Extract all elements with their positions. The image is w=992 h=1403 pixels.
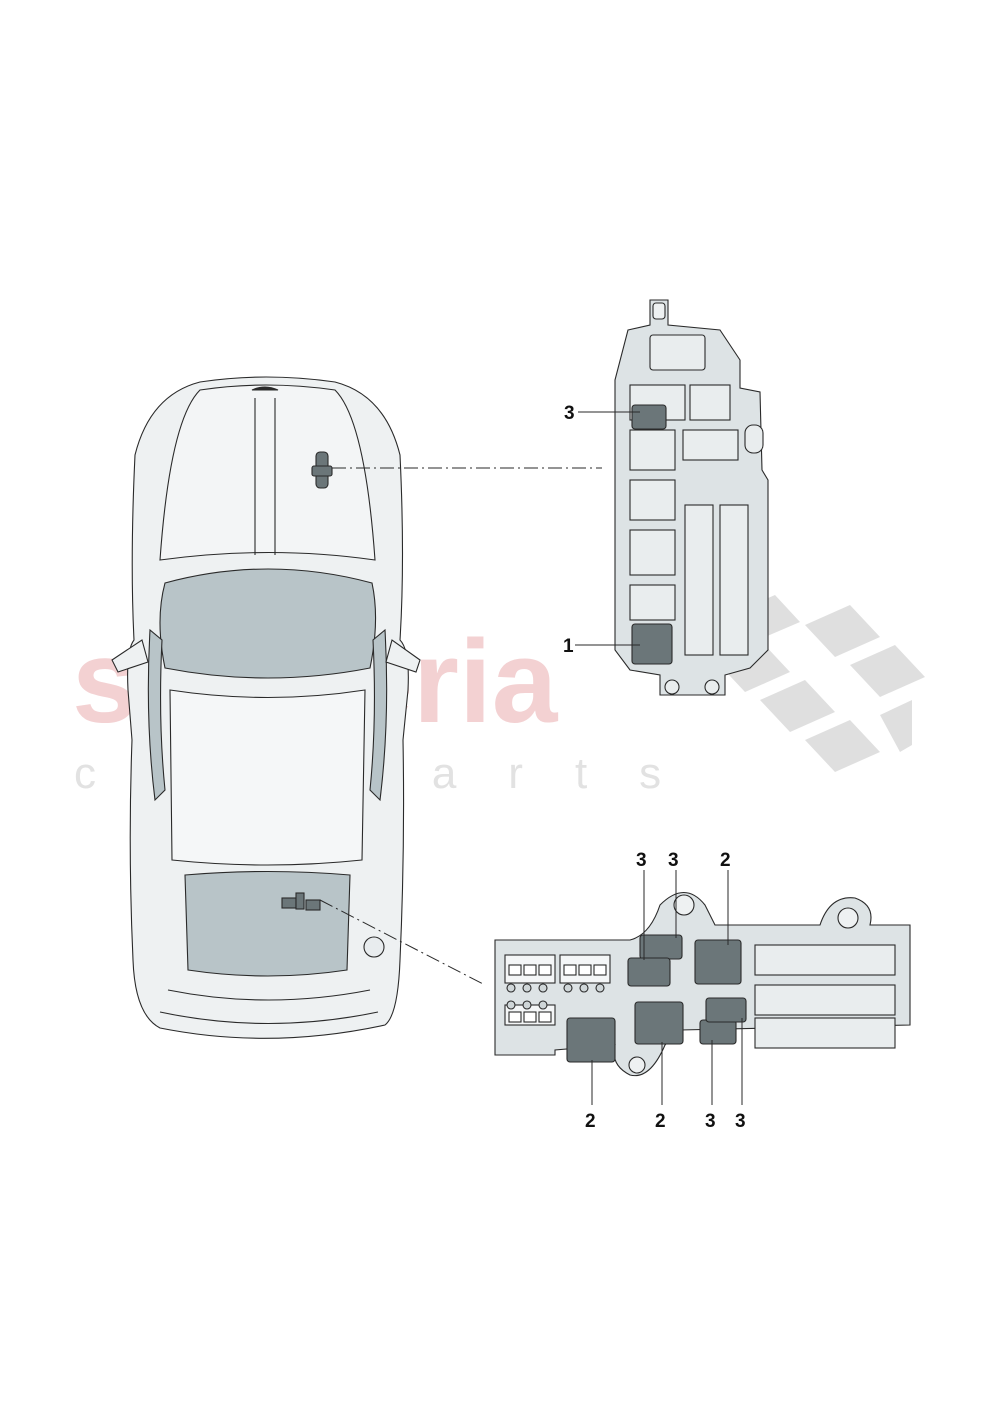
lower-callout-labels: 3 3 2 2 2 3 3: [585, 850, 746, 1132]
relay-upper-3: [631, 404, 667, 430]
car-side-window-right: [369, 628, 388, 802]
watermark-checker-flag: [715, 595, 925, 772]
callout-lower-3b: 3: [668, 850, 679, 871]
relay-lower-3c: [699, 1019, 737, 1045]
leader-line-rear: [319, 899, 486, 986]
fuel-cap: [363, 936, 385, 958]
leader-lines: [319, 467, 602, 986]
car-side-window-left: [147, 628, 166, 802]
relay-lower-2a: [694, 939, 742, 985]
callout-upper-1: 1: [563, 636, 574, 657]
relay-lower-2b: [566, 1017, 616, 1063]
callout-lower-2c: 2: [655, 1111, 666, 1132]
upper-fuse-box: [614, 299, 769, 696]
car-top-view: [111, 376, 421, 1039]
callout-lower-3a: 3: [636, 850, 647, 871]
relay-lower-3d: [705, 997, 747, 1023]
callout-upper-3: 3: [564, 403, 575, 424]
car-mirror-right: [385, 639, 421, 673]
rear-fuse-box-marker: [281, 892, 321, 911]
callout-lower-2b: 2: [585, 1111, 596, 1132]
relay-upper-1: [631, 623, 673, 665]
car-mirror-left: [111, 639, 149, 673]
lower-fuse-box: [494, 891, 911, 1077]
car-hood: [159, 384, 376, 561]
front-fuse-box-marker: [311, 451, 333, 489]
car-rear-window: [184, 870, 351, 977]
relay-lower-3b: [627, 957, 671, 987]
car-roof: [169, 689, 366, 866]
lower-callouts: [591, 870, 743, 1105]
callout-lower-3d: 3: [735, 1111, 746, 1132]
callout-lower-2a: 2: [720, 850, 731, 871]
car-windshield: [159, 568, 377, 679]
upper-callouts: 3 1: [563, 403, 640, 657]
callout-lower-3c: 3: [705, 1111, 716, 1132]
relay-lower-3a: [639, 934, 683, 960]
relay-lower-2c: [634, 1001, 684, 1045]
